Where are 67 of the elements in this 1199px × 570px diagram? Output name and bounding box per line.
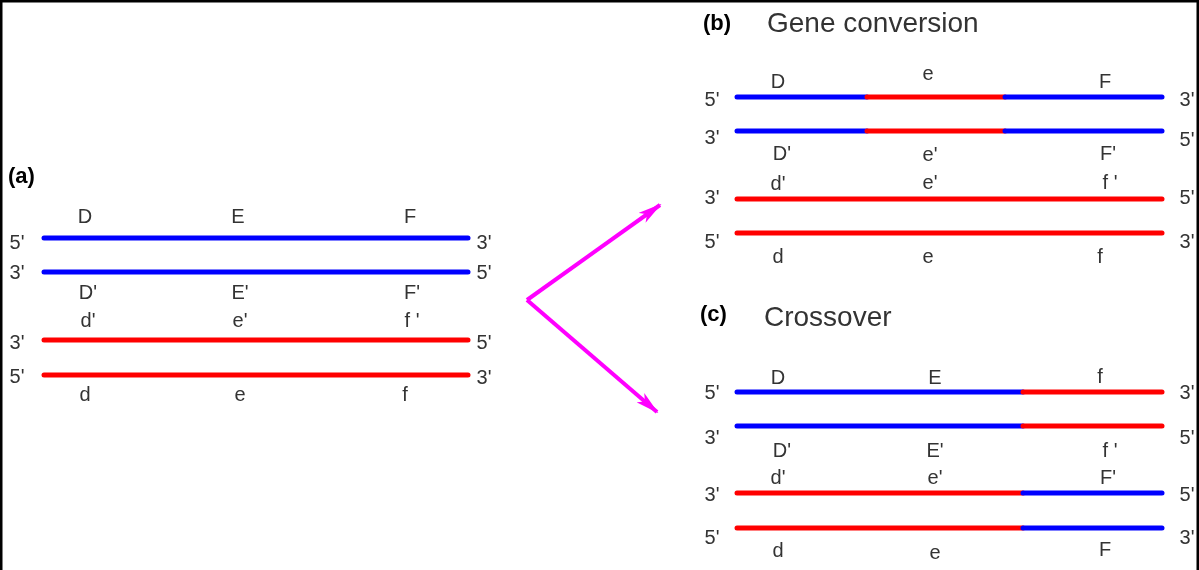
gene-label: d xyxy=(772,540,784,560)
gene-label: F xyxy=(1098,539,1112,559)
gene-label: e xyxy=(929,542,941,562)
strand-end-label: 5' xyxy=(1179,187,1195,207)
strand-end-label: 3' xyxy=(704,127,720,147)
strand-end-label: 5' xyxy=(704,89,720,109)
panel-letter: (b) xyxy=(703,12,732,34)
gene-label: D xyxy=(770,71,786,91)
strand-end-label: E' xyxy=(231,282,249,302)
arrow xyxy=(525,298,659,414)
strand-end-label: F' xyxy=(404,282,420,302)
strand-end-label: 3' xyxy=(1179,89,1195,109)
strand-end-label: D' xyxy=(78,282,98,302)
gene-label: f ' xyxy=(1102,440,1118,460)
strand-end-label: 5' xyxy=(476,262,492,282)
gene-label: e xyxy=(922,63,934,83)
strand-end-label: 3' xyxy=(704,187,720,207)
gene-label: e' xyxy=(922,172,938,192)
strand-end-label: 5' xyxy=(704,527,720,547)
strand-end-label: f ' xyxy=(404,310,420,330)
strand-end-label: 5' xyxy=(1179,427,1195,447)
panel-title: Crossover xyxy=(764,303,892,331)
gene-label: d xyxy=(772,246,784,266)
gene-label: f xyxy=(1097,246,1103,266)
strand-end-label: d' xyxy=(80,310,96,330)
strand-end-label: 3' xyxy=(1179,382,1195,402)
strand-end-label: 3' xyxy=(9,262,25,282)
strand-end-label: D xyxy=(77,206,93,226)
gene-label: D xyxy=(770,367,786,387)
gene-label: f ' xyxy=(1102,172,1118,192)
gene-label: d' xyxy=(770,173,786,193)
strand-end-label: 5' xyxy=(9,232,25,252)
gene-label: e xyxy=(922,246,934,266)
strand-end-label: E xyxy=(231,206,245,226)
gene-label: d' xyxy=(770,467,786,487)
gene-label: F' xyxy=(1100,467,1116,487)
panel-letter: (c) xyxy=(700,303,727,325)
strand-end-label: 5' xyxy=(1179,484,1195,504)
strand-end-label: e xyxy=(234,384,246,404)
gene-label: e' xyxy=(927,467,943,487)
strand-end-label: 3' xyxy=(9,332,25,352)
strand-end-label: f xyxy=(402,384,408,404)
strand-end-label: 3' xyxy=(476,367,492,387)
strand-end-label: 3' xyxy=(704,484,720,504)
gene-label: F xyxy=(1098,71,1112,91)
strand-end-label: 5' xyxy=(1179,129,1195,149)
strand-end-label: 5' xyxy=(476,332,492,352)
strand-end-label: e' xyxy=(232,310,248,330)
panel-title: Gene conversion xyxy=(767,9,979,37)
gene-label: E xyxy=(928,367,942,387)
strand-end-label: 5' xyxy=(704,231,720,251)
gene-label: F' xyxy=(1100,143,1116,163)
strand-end-label: d xyxy=(79,384,91,404)
panel-letter: (a) xyxy=(8,165,35,187)
gene-label: e' xyxy=(922,144,938,164)
strand-end-label: 3' xyxy=(704,427,720,447)
strand-end-label: 3' xyxy=(476,232,492,252)
arrow xyxy=(525,203,662,302)
strand-end-label: 5' xyxy=(704,382,720,402)
strand-end-label: F xyxy=(403,206,417,226)
strand-end-label: 3' xyxy=(1179,527,1195,547)
gene-label: E' xyxy=(926,440,944,460)
gene-label: D' xyxy=(772,440,792,460)
strand-end-label: 3' xyxy=(1179,231,1195,251)
gene-label: f xyxy=(1097,366,1103,386)
gene-label: D' xyxy=(772,143,792,163)
strand-end-label: 5' xyxy=(9,366,25,386)
